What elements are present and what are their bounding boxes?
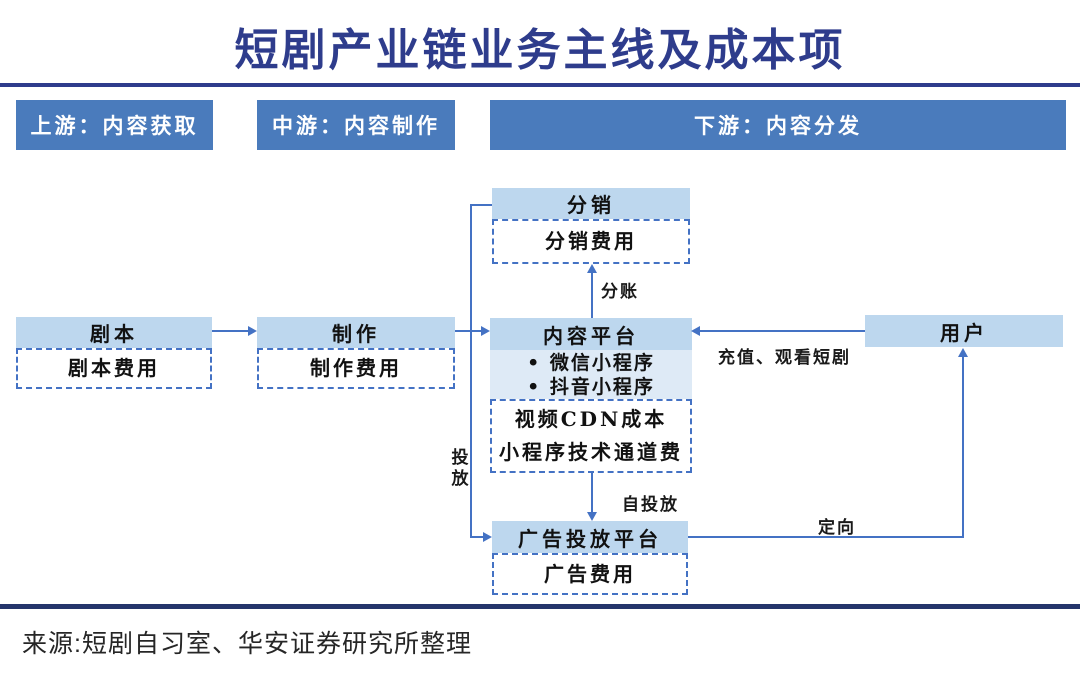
connector-user-to-platform	[700, 330, 865, 332]
arrowhead-ad-platform-to-user	[958, 348, 968, 357]
stage-upstream: 上游：内容获取	[16, 100, 213, 150]
connector-ad-platform-to-user	[962, 356, 964, 538]
node-script-cost: 剧本费用	[16, 348, 212, 389]
connector-junction-to-ad-platform	[470, 536, 483, 538]
arrowhead-production-to-platform	[481, 326, 490, 336]
node-content-platform-items: • 微信小程序 • 抖音小程序	[490, 350, 692, 399]
footer-divider	[0, 604, 1080, 609]
label-revenue-share: 分账	[601, 282, 639, 302]
node-content-platform-title: 内容平台	[490, 318, 692, 350]
node-content-platform-costs: 视频CDN成本 小程序技术通道费	[490, 399, 692, 473]
label-self-placement: 自投放	[622, 495, 679, 515]
node-production-title: 制作	[257, 317, 455, 348]
arrowhead-platform-to-distribution	[587, 264, 597, 273]
stage-midstream: 中游：内容制作	[257, 100, 455, 150]
node-ad-platform-title: 广告投放平台	[492, 521, 688, 553]
node-production-cost: 制作费用	[257, 348, 455, 389]
arrowhead-user-to-platform	[691, 326, 700, 336]
arrowhead-junction-to-ad-platform	[483, 532, 492, 542]
connector-script-to-production	[212, 330, 248, 332]
arrowhead-platform-to-ad-platform	[587, 512, 597, 521]
content-platform-cost-channel: 小程序技术通道费	[499, 440, 683, 464]
content-platform-cost-cdn: 视频CDN成本	[514, 407, 668, 431]
node-distribution-title: 分销	[492, 188, 690, 219]
stage-downstream: 下游：内容分发	[490, 100, 1066, 150]
connector-platform-to-ad-platform	[591, 473, 593, 512]
label-placement: 投放	[451, 448, 469, 489]
connector-ad-platform-horizontal	[688, 536, 964, 538]
label-recharge-watch: 充值、观看短剧	[718, 348, 851, 368]
connector-junction-to-distribution	[470, 204, 492, 206]
connector-platform-to-distribution	[591, 272, 593, 318]
content-platform-item-wechat: • 微信小程序	[527, 351, 655, 374]
source-note: 来源:短剧自习室、华安证券研究所整理	[22, 630, 472, 658]
label-targeting: 定向	[818, 518, 856, 538]
page-title: 短剧产业链业务主线及成本项	[234, 26, 846, 75]
connector-production-to-platform	[455, 330, 481, 332]
arrowhead-script-to-production	[248, 326, 257, 336]
node-ad-platform-cost: 广告费用	[492, 553, 688, 595]
content-platform-item-douyin: • 抖音小程序	[527, 375, 655, 398]
connector-junction-vertical	[470, 204, 472, 537]
title-divider	[0, 83, 1080, 87]
node-user-title: 用户	[865, 315, 1063, 347]
node-script-title: 剧本	[16, 317, 212, 348]
node-distribution-cost: 分销费用	[492, 219, 690, 264]
